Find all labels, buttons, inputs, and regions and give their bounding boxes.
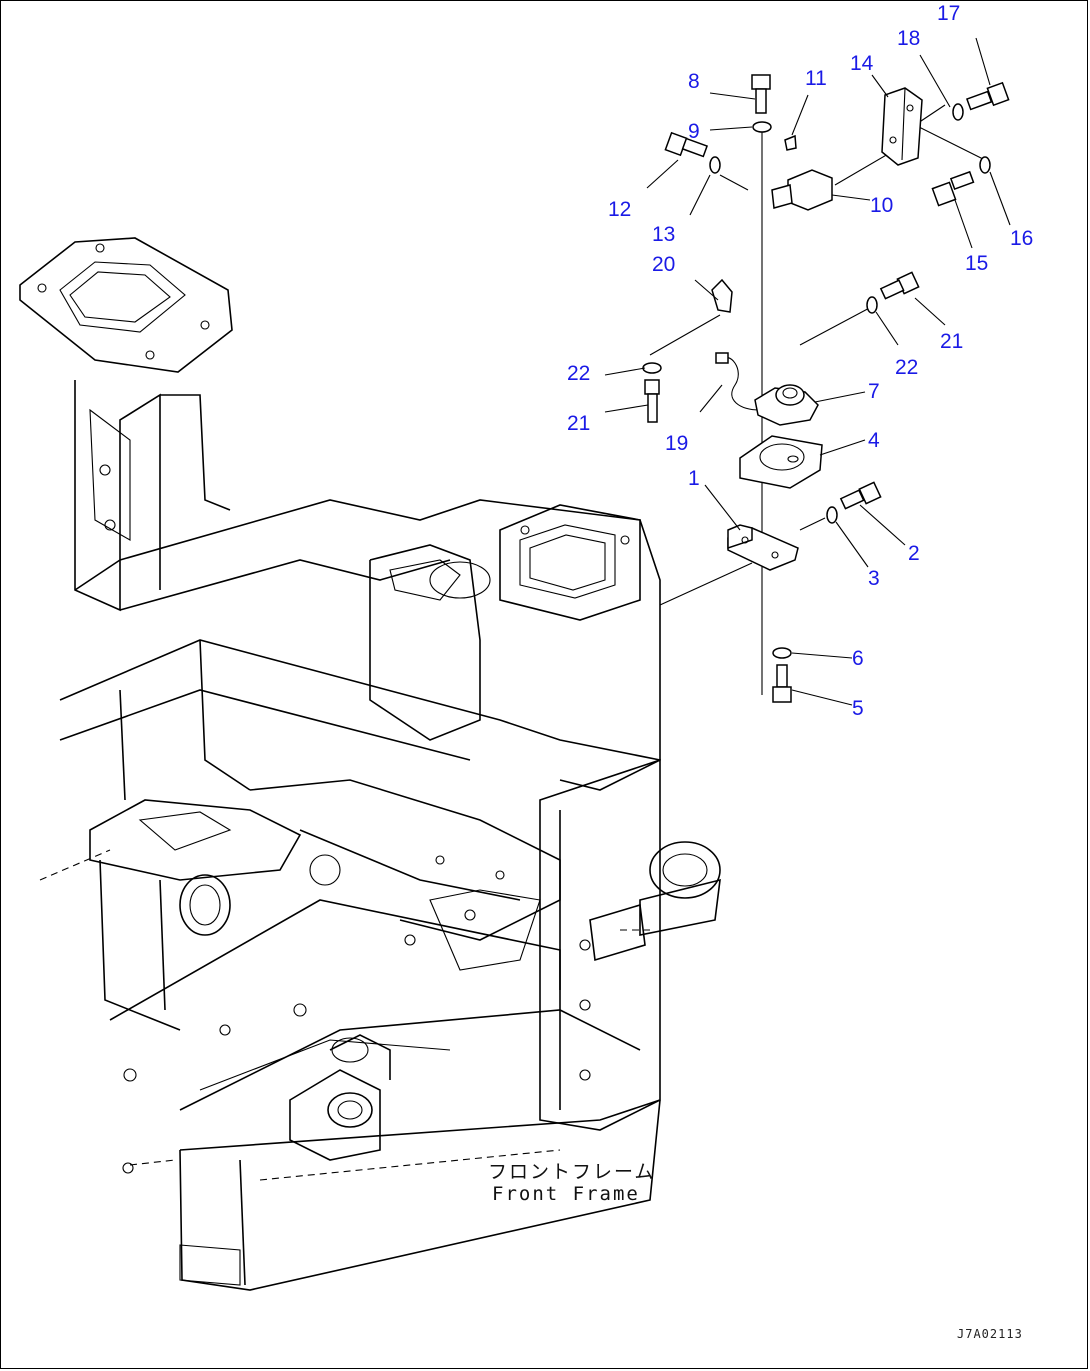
- bolt-17-icon: [965, 81, 1010, 111]
- callout-13: 13: [652, 223, 675, 246]
- connector-10-icon: [771, 169, 833, 211]
- washer-3-icon: [826, 506, 838, 524]
- washer-22-right-icon: [866, 296, 878, 314]
- callout-labels: 1 2 3 4 5 6 7 8 9 10 11 12 13 14 15 16 1…: [567, 2, 1033, 720]
- bolt-21-right-icon: [879, 271, 920, 300]
- callout-9: 9: [688, 120, 700, 143]
- callout-3: 3: [868, 567, 880, 590]
- washer-18-icon: [952, 103, 964, 121]
- bolt-5-icon: [772, 664, 792, 703]
- plate-4-icon: [739, 435, 823, 489]
- callout-8: 8: [688, 70, 700, 93]
- harness-19-icon: [719, 357, 761, 411]
- washer-6-icon: [772, 647, 792, 659]
- callout-17: 17: [937, 2, 960, 25]
- callout-2: 2: [908, 542, 920, 565]
- washer-16-icon: [979, 156, 991, 174]
- callout-10: 10: [870, 194, 893, 217]
- bracket-14-icon: [881, 87, 923, 166]
- bolt-2-icon: [839, 481, 882, 510]
- bolt-12-icon: [664, 131, 709, 158]
- callout-12: 12: [608, 198, 631, 221]
- callout-20: 20: [652, 253, 675, 276]
- callout-6: 6: [852, 647, 864, 670]
- bolt-15-icon: [931, 170, 975, 207]
- caption-en: Front Frame: [492, 1183, 640, 1205]
- exploded-parts: [604, 37, 1011, 706]
- callout-1: 1: [688, 467, 700, 490]
- clamp-20-icon: [711, 278, 733, 313]
- bolt-8-icon: [751, 74, 771, 114]
- callout-4: 4: [868, 429, 880, 452]
- drawing-code: J7A02113: [957, 1327, 1023, 1341]
- callout-22-right: 22: [895, 356, 918, 379]
- washer-22-left-icon: [642, 362, 662, 374]
- callout-16: 16: [1010, 227, 1033, 250]
- callout-21-left: 21: [567, 412, 590, 435]
- callout-7: 7: [868, 380, 880, 403]
- callout-14: 14: [850, 52, 874, 75]
- callout-19: 19: [665, 432, 688, 455]
- callout-18: 18: [897, 27, 920, 50]
- bolt-21-left-icon: [644, 379, 660, 423]
- sensor-7-icon: [754, 384, 819, 426]
- washer-13-icon: [709, 156, 721, 174]
- callout-21-right: 21: [940, 330, 963, 353]
- caption-jp: フロントフレーム: [488, 1161, 655, 1183]
- callout-15: 15: [965, 252, 988, 275]
- bracket-1-icon: [727, 524, 799, 571]
- callout-5: 5: [852, 697, 864, 720]
- callout-11: 11: [805, 67, 827, 90]
- front-frame-drawing: [19, 237, 721, 1291]
- washer-9-icon: [752, 121, 772, 133]
- callout-22-left: 22: [567, 362, 590, 385]
- clip-11-icon: [784, 134, 797, 151]
